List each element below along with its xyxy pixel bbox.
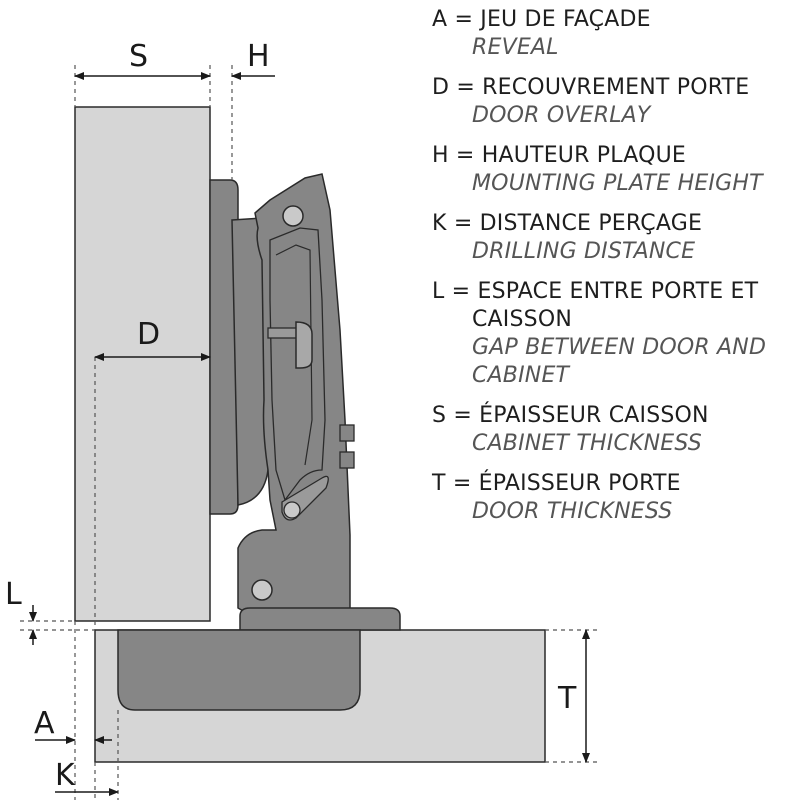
dimension-arrows <box>29 72 590 796</box>
dim-label-l: L <box>5 577 22 612</box>
legend-en-t: DOOR THICKNESS <box>472 499 673 524</box>
legend-en-s: CABINET THICKNESS <box>472 431 702 456</box>
extension-lines <box>20 65 600 800</box>
cabinet-side-panel <box>74 106 211 622</box>
legend-en-a: REVEAL <box>472 35 559 60</box>
legend-fr-h: H = HAUTEUR PLAQUE <box>432 143 686 168</box>
legend-entry-l: L = ESPACE ENTRE PORTE ET CAISSON GAP BE… <box>432 278 797 390</box>
adjustment-screw-shaft <box>267 327 299 339</box>
legend-en-l: GAP BETWEEN DOOR AND CABINET <box>472 335 767 388</box>
legend-fr-k: K = DISTANCE PERÇAGE <box>432 211 703 236</box>
hinge-slot-pin <box>283 501 301 519</box>
legend-fr-l: L = ESPACE ENTRE PORTE ET CAISSON <box>432 279 759 332</box>
dim-label-s: S <box>129 39 148 74</box>
legend-en-h: MOUNTING PLATE HEIGHT <box>472 171 763 196</box>
dim-label-h: H <box>247 39 270 74</box>
dim-label-k: K <box>55 758 76 793</box>
hinge-tab-lower <box>339 451 355 469</box>
hinge-rivet-bottom <box>251 579 273 601</box>
legend-fr-a: A = JEU DE FAÇADE <box>432 7 651 32</box>
dim-label-a: A <box>34 706 55 741</box>
legend-entry-s: S = ÉPAISSEUR CAISSON CABINET THICKNESS <box>432 402 797 458</box>
legend-fr-t: T = ÉPAISSEUR PORTE <box>432 471 681 496</box>
legend-entry-h: H = HAUTEUR PLAQUE MOUNTING PLATE HEIGHT <box>432 142 797 198</box>
legend-entry-t: T = ÉPAISSEUR PORTE DOOR THICKNESS <box>432 470 797 526</box>
legend: A = JEU DE FAÇADE REVEAL D = RECOUVREMEN… <box>432 6 797 538</box>
legend-fr-d: D = RECOUVREMENT PORTE <box>432 75 750 100</box>
adjustment-screw-head <box>295 321 313 369</box>
hinge-linkage-2 <box>275 244 313 466</box>
legend-entry-a: A = JEU DE FAÇADE REVEAL <box>432 6 797 62</box>
hinge-arm <box>237 173 351 613</box>
legend-en-k: DRILLING DISTANCE <box>472 239 696 264</box>
legend-entry-d: D = RECOUVREMENT PORTE DOOR OVERLAY <box>432 74 797 130</box>
hinge-linkage <box>269 227 326 502</box>
legend-en-d: DOOR OVERLAY <box>472 103 651 128</box>
hinge-rivet-top <box>282 205 304 227</box>
legend-entry-k: K = DISTANCE PERÇAGE DRILLING DISTANCE <box>432 210 797 266</box>
hinge-cup-flange <box>239 607 401 631</box>
dim-label-t: T <box>557 681 577 716</box>
dim-label-d: D <box>137 317 160 352</box>
hinge-cup <box>117 629 361 711</box>
hinge-tab-upper <box>339 424 355 442</box>
legend-fr-s: S = ÉPAISSEUR CAISSON <box>432 403 709 428</box>
